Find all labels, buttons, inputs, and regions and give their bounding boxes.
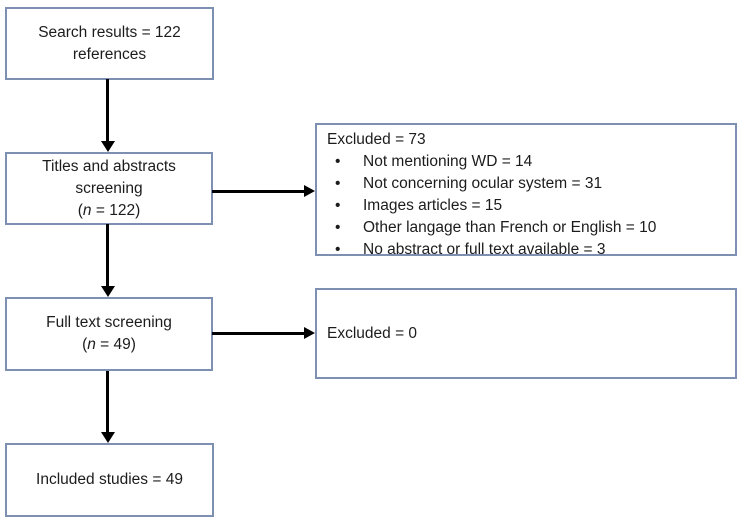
included-studies-line1: Included studies = 49 <box>36 471 183 488</box>
arrowhead-down-icon <box>101 286 115 297</box>
full-text-line1: Full text screening <box>46 314 172 331</box>
excluded-reason-text: Not mentioning WD = 14 <box>363 153 533 170</box>
bullet-icon: • <box>335 197 341 214</box>
arrowhead-right-icon <box>304 327 315 339</box>
n-value: = 49) <box>95 336 136 353</box>
box-excluded-screening: Excluded = 73 • Not mentioning WD = 14 • N… <box>315 123 737 258</box>
paren: ( <box>82 336 88 353</box>
bullet-icon: • <box>335 175 341 192</box>
bullet-icon: • <box>335 219 341 236</box>
box-titles-abstracts-screening: Titles and abstracts screening (n = 122) <box>5 152 213 225</box>
arrow-screening-to-fulltext <box>106 224 109 286</box>
bullet-icon: • <box>335 241 341 258</box>
n-value: = 122) <box>91 201 141 219</box>
arrowhead-down-icon <box>101 432 115 443</box>
excluded-screening-header: Excluded = 73 <box>327 131 426 148</box>
arrow-screening-to-excluded73 <box>212 190 305 193</box>
titles-abstracts-n-count: (n = 122) <box>78 200 140 222</box>
titles-abstracts-line1: Titles and abstracts <box>42 157 176 175</box>
box-full-text-screening: Full text screening (n = 49) <box>5 297 213 371</box>
box-included-studies: Included studies = 49 <box>5 443 214 517</box>
excluded-reason-text: Not concerning ocular system = 31 <box>363 175 603 192</box>
search-results-line2: references <box>72 45 147 63</box>
excluded-reason-text: Images articles = 15 <box>363 197 503 214</box>
excluded-reason-text: Other langage than French or English = 1… <box>363 219 657 236</box>
excluded-fulltext-header: Excluded = 0 <box>327 324 418 342</box>
box-excluded-fulltext: Excluded = 0 <box>315 288 737 379</box>
full-text-n-count: (n = 49) <box>82 334 136 356</box>
arrowhead-down-icon <box>101 141 115 152</box>
arrowhead-right-icon <box>304 185 315 197</box>
n-symbol: n <box>87 336 96 353</box>
bullet-icon: • <box>335 153 341 170</box>
excluded-reason-item: • No abstract or full text available = 3 <box>327 239 725 261</box>
paren: ( <box>77 201 83 219</box>
excluded-reason-item: • Images articles = 15 <box>327 195 725 217</box>
box-search-results: Search results = 122 references <box>5 7 214 80</box>
excluded-reason-item: • Other langage than French or English = … <box>327 217 725 239</box>
excluded-reason-item: • Not concerning ocular system = 31 <box>327 173 725 195</box>
arrow-search-to-screening <box>106 79 109 141</box>
excluded-reason-text: No abstract or full text available = 3 <box>363 241 606 258</box>
n-symbol: n <box>82 201 92 219</box>
excluded-reason-item: • Not mentioning WD = 14 <box>327 151 725 173</box>
search-results-line1: Search results = 122 <box>38 23 181 41</box>
arrow-fulltext-to-included <box>106 371 109 432</box>
titles-abstracts-line2: screening <box>75 179 143 197</box>
arrow-fulltext-to-excluded0 <box>212 332 305 335</box>
